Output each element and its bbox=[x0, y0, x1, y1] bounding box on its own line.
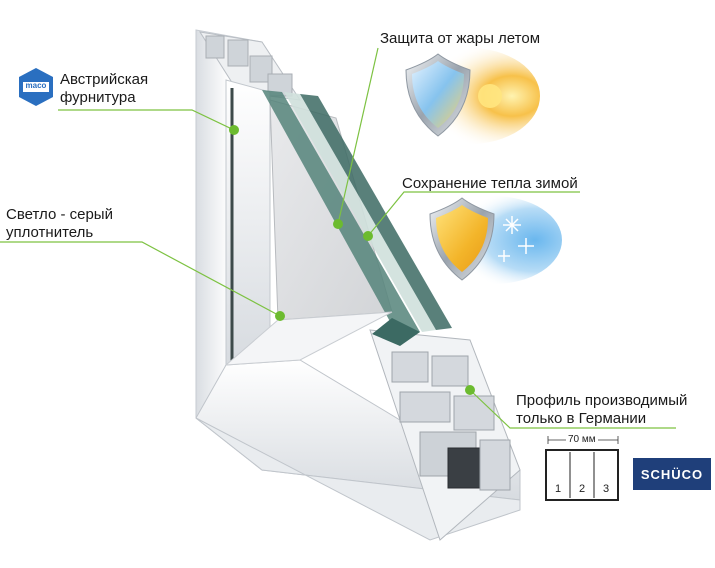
label-summer: Защита от жары летом bbox=[380, 30, 541, 47]
label-profile-line1: Профиль производимый bbox=[516, 392, 688, 409]
callout-dot-seal bbox=[275, 311, 285, 321]
profile-chamber bbox=[431, 355, 469, 387]
callout-line-seal bbox=[0, 241, 281, 317]
label-hardware-line2: фурнитура bbox=[60, 89, 136, 106]
frame-chamber bbox=[205, 35, 225, 59]
frame-chamber bbox=[249, 55, 273, 83]
label-seal-line1: Светло - серый bbox=[6, 206, 113, 223]
callout-line-winter bbox=[367, 191, 580, 237]
profile-chamber bbox=[479, 439, 511, 491]
bottom-seal bbox=[372, 318, 420, 346]
shield-sun-icon bbox=[400, 48, 540, 144]
label-seal: Светло - серый уплотнитель bbox=[6, 206, 113, 242]
callout-line-hardware bbox=[58, 109, 235, 131]
callout-dots bbox=[229, 125, 475, 395]
label-winter: Сохранение тепла зимой bbox=[402, 175, 578, 192]
profile-outline bbox=[545, 449, 619, 501]
schuco-logo-text: SCHÜCO bbox=[640, 466, 704, 482]
callout-dot-hardware bbox=[229, 125, 239, 135]
chamber-number: 2 bbox=[578, 483, 586, 495]
callout-line-summer bbox=[337, 47, 379, 225]
label-austrian-hardware: Австрийская фурнитура bbox=[60, 71, 148, 107]
label-seal-line2: уплотнитель bbox=[6, 224, 94, 241]
profile-chamber bbox=[453, 395, 495, 431]
callout-dot-profile bbox=[465, 385, 475, 395]
profile-chamber bbox=[391, 351, 429, 383]
maco-logo-icon bbox=[19, 68, 53, 106]
glass-gap bbox=[284, 92, 436, 332]
profile-chamber bbox=[399, 391, 451, 423]
callout-dot-summer bbox=[333, 219, 343, 229]
label-hardware-line1: Австрийская bbox=[60, 71, 149, 88]
label-profile: Профиль производимый только в Германии bbox=[516, 392, 687, 428]
profile-width-label: 70 мм bbox=[566, 434, 598, 445]
maco-logo-text: maco bbox=[25, 81, 47, 90]
schuco-logo: SCHÜCO bbox=[633, 458, 711, 490]
chamber-number: 1 bbox=[554, 483, 562, 495]
profile-schematic bbox=[545, 436, 619, 501]
callout-dot-winter bbox=[363, 231, 373, 241]
callout-lines bbox=[0, 47, 676, 429]
glass-edge-2 bbox=[300, 94, 452, 330]
shield-snow-icon bbox=[426, 196, 562, 284]
callout-line-profile bbox=[469, 389, 676, 429]
frame-chamber bbox=[227, 39, 249, 67]
chamber-number: 3 bbox=[602, 483, 610, 495]
sash-bottom bbox=[224, 311, 393, 366]
snowflake-icon bbox=[498, 216, 534, 262]
label-profile-line2: только в Германии bbox=[516, 410, 647, 427]
